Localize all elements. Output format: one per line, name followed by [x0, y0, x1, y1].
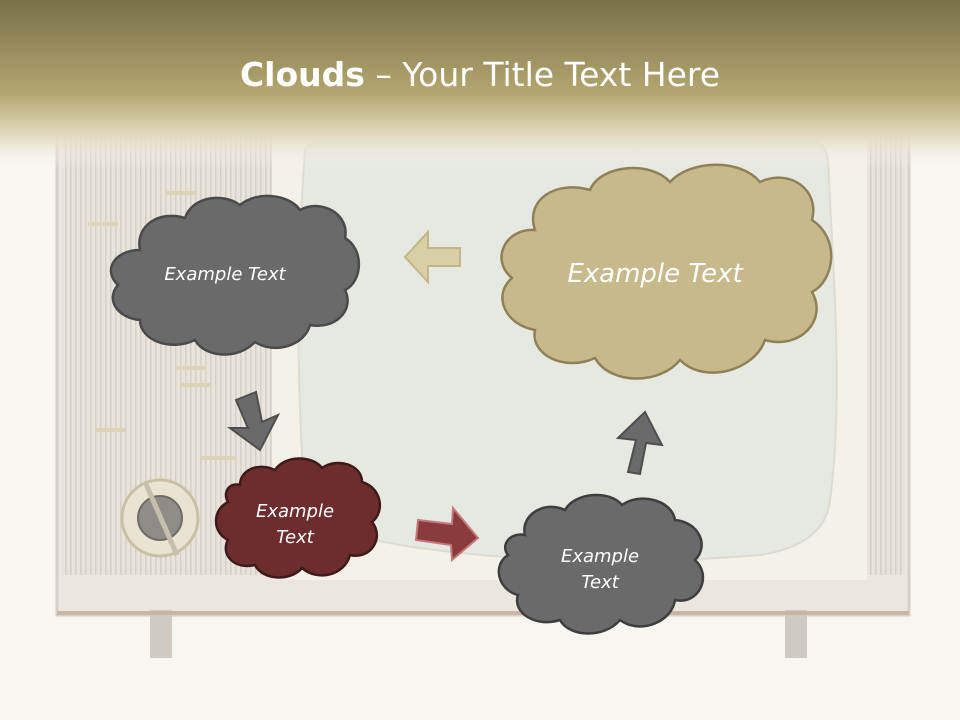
title-separator: – [364, 55, 403, 94]
arrow-down-left-icon [226, 390, 281, 452]
cloud-bottom-right-line-1: Example [560, 545, 640, 567]
cloud-top-left [109, 194, 361, 356]
cloud-bottom-right [497, 493, 705, 635]
cloud-bottom-left [214, 457, 382, 579]
cloud-top-right [500, 163, 833, 380]
title-rest: Your Title Text Here [402, 55, 721, 94]
cloud-top-right-text: Example Text [567, 259, 743, 290]
slide-title: Clouds – Your Title Text Here [0, 52, 960, 98]
arrow-right-icon [414, 505, 480, 563]
cloud-bottom-left-line-2: Text [276, 527, 314, 548]
arrow-up-icon [615, 410, 664, 476]
header-band [0, 0, 960, 170]
arrow-left-icon [403, 229, 461, 285]
cloud-bottom-left-line-1: Example [255, 500, 335, 522]
cloud-top-left-text: Example Text [164, 263, 286, 285]
cloud-bottom-right-line-2: Text [581, 572, 619, 593]
title-bold: Clouds [239, 55, 365, 94]
